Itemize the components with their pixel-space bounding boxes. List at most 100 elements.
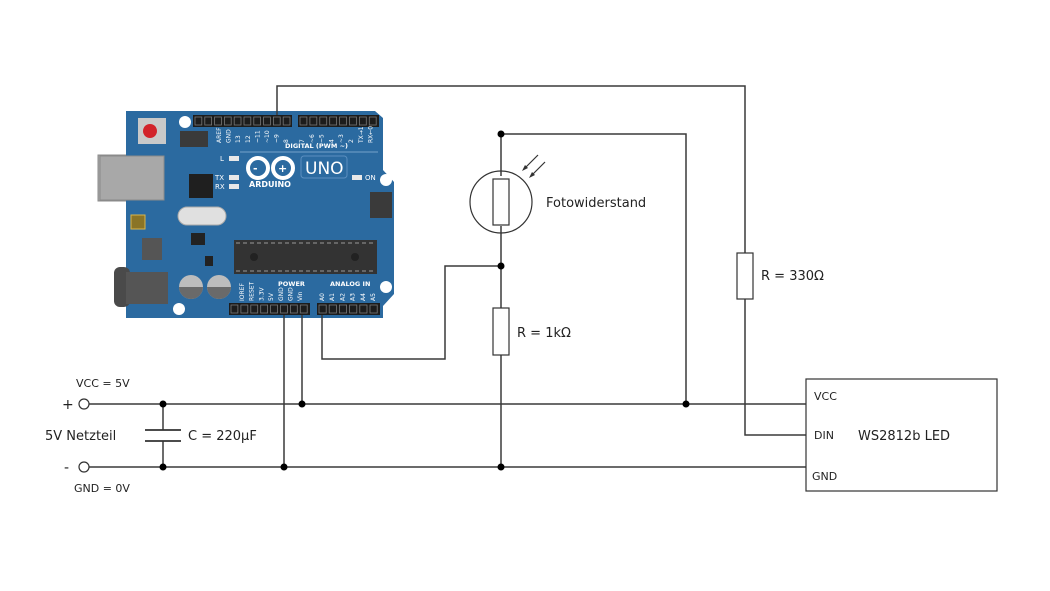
pin-label: 5V xyxy=(268,292,275,301)
power-header-label: POWER xyxy=(278,280,305,288)
wire-ldr-to-vcc xyxy=(501,133,687,404)
usb-port xyxy=(99,155,165,201)
header-pin xyxy=(359,304,368,314)
header-pin xyxy=(250,304,259,314)
header-pin xyxy=(263,116,271,126)
icsp-header xyxy=(180,131,208,147)
junction-dot xyxy=(159,400,167,408)
r1k-body xyxy=(492,307,510,356)
pin-label: RX←0 xyxy=(368,126,375,143)
mounting-hole xyxy=(380,281,392,293)
model-badge xyxy=(300,155,348,179)
vcc-terminal xyxy=(78,398,90,410)
pin-label: ~11 xyxy=(254,130,261,143)
regulator xyxy=(142,238,162,260)
pin-label: AREF xyxy=(216,127,223,143)
arduino-logo-icon: - + xyxy=(246,156,295,180)
analog-header-label: ANALOG IN xyxy=(330,280,370,288)
header-pin xyxy=(338,304,347,314)
junction-dot xyxy=(497,463,505,471)
gnd-label: GND = 0V xyxy=(74,482,130,495)
junction-dot xyxy=(159,463,167,471)
resistor-1k: R = 1kΩ xyxy=(492,307,571,356)
led-pin-gnd: GND xyxy=(812,470,837,483)
gnd-terminal xyxy=(78,461,90,473)
power-supply: + - VCC = 5V GND = 0V 5V Netzteil xyxy=(45,377,130,495)
header-pin xyxy=(358,116,367,126)
model-label: UNO xyxy=(305,159,344,179)
led-label-l: L xyxy=(220,155,224,163)
mounting-hole xyxy=(380,174,392,186)
header-pin xyxy=(299,304,308,314)
ws2812b-module: VCC DIN GND WS2812b LED xyxy=(805,378,998,492)
header-pin xyxy=(369,304,378,314)
header-pin xyxy=(368,116,377,126)
power-supply-label: 5V Netzteil xyxy=(45,429,116,444)
pin-label: TX→1 xyxy=(358,126,365,144)
header-pin xyxy=(230,304,239,314)
led-label-tx: TX xyxy=(214,174,224,182)
pin-label: ~6 xyxy=(309,134,316,143)
header-pin xyxy=(282,116,291,126)
ldr-body xyxy=(492,178,510,226)
small-chip xyxy=(191,233,205,245)
pin-label: RESET xyxy=(249,281,256,301)
header-pin xyxy=(319,116,328,126)
pin-label: IOREF xyxy=(239,283,246,301)
reset-button-cap xyxy=(143,124,157,138)
capacitor: C = 220µF xyxy=(145,429,257,444)
pin-label: A5 xyxy=(370,293,377,301)
ldr-label: Fotowiderstand xyxy=(546,196,646,211)
light-arrows-icon xyxy=(522,154,546,178)
led-module-box xyxy=(805,378,998,492)
pin-label: A4 xyxy=(360,293,367,301)
header-pin xyxy=(349,116,357,126)
power-jack xyxy=(126,272,168,304)
pin-label: GND xyxy=(288,287,295,301)
wire-a0 xyxy=(321,265,501,360)
header-pin xyxy=(280,304,288,314)
pin-label: 7 xyxy=(299,139,306,143)
led-l xyxy=(229,156,239,161)
pin-label: Vin xyxy=(297,291,304,301)
junction-dot xyxy=(682,400,690,408)
photoresistor: Fotowiderstand xyxy=(469,154,646,234)
svg-text:-: - xyxy=(253,162,258,175)
icsp-header-right xyxy=(370,192,392,218)
header-pin xyxy=(204,116,213,126)
analog-header xyxy=(317,303,380,315)
header-pin xyxy=(233,116,242,126)
header-pin xyxy=(299,116,308,126)
header-pin xyxy=(289,304,298,314)
led-module-label: WS2812b LED xyxy=(858,429,950,444)
led-tx xyxy=(229,175,239,180)
r330-body xyxy=(736,252,754,300)
pin-label: GND xyxy=(278,287,285,301)
minus-symbol: - xyxy=(64,460,69,476)
pin-label: A3 xyxy=(350,293,357,301)
header-pin xyxy=(253,116,262,126)
header-pin xyxy=(270,304,278,314)
led-label-rx: RX xyxy=(215,183,225,191)
ldr-circle xyxy=(469,170,533,234)
resistor-330: R = 330Ω xyxy=(736,252,824,300)
header-pin xyxy=(243,116,252,126)
usb-chip xyxy=(189,174,213,198)
header-pin xyxy=(309,116,318,126)
header-pin xyxy=(223,116,232,126)
header-pin xyxy=(349,304,358,314)
led-on xyxy=(352,175,362,180)
crystal xyxy=(177,206,227,226)
led-pin-vcc: VCC xyxy=(814,390,837,403)
brand-label: ARDUINO xyxy=(249,180,291,189)
capacitor-label: C = 220µF xyxy=(188,429,257,444)
header-pin xyxy=(272,116,281,126)
mounting-hole xyxy=(173,303,185,315)
pin-label: 12 xyxy=(245,135,252,143)
r1k-label: R = 1kΩ xyxy=(517,326,571,341)
header-pin xyxy=(194,116,203,126)
pin-label: A0 xyxy=(319,293,326,301)
pin-label: 8 xyxy=(283,139,290,143)
header-pin xyxy=(339,116,347,126)
